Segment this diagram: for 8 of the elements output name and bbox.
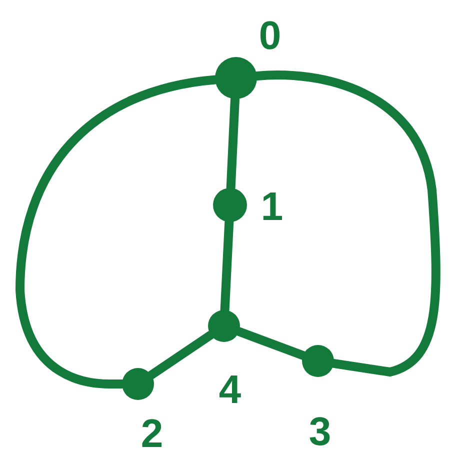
edge-line	[146, 330, 216, 380]
vertex-label: 2	[140, 414, 164, 454]
graph-vertex	[122, 368, 154, 400]
edge-line	[234, 327, 308, 360]
vertex-label: 0	[258, 16, 282, 56]
vertex-label: 1	[260, 187, 284, 227]
vertex-label: 3	[308, 412, 332, 452]
vertex-label: 4	[218, 370, 242, 410]
